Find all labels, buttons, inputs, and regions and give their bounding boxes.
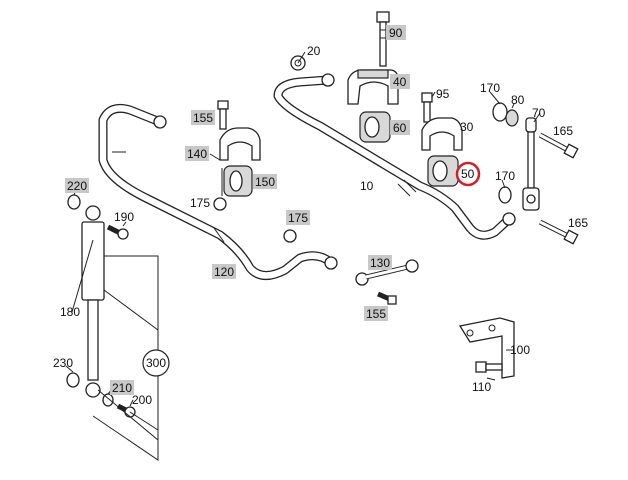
callout-120[interactable]: 120 <box>214 265 234 279</box>
callout-90[interactable]: 90 <box>389 26 403 40</box>
bolt-110[interactable] <box>475 361 503 373</box>
bolt-155-link[interactable] <box>377 291 397 305</box>
callout-210[interactable]: 210 <box>112 381 132 395</box>
bracket-30[interactable] <box>421 117 463 151</box>
callout-170-bottom[interactable]: 170 <box>495 169 515 183</box>
front-stabilizer-bar[interactable] <box>273 73 516 240</box>
bolt-90[interactable] <box>376 11 390 67</box>
callout-70[interactable]: 70 <box>532 106 546 120</box>
nut-175-rear[interactable] <box>213 197 227 211</box>
callout-190[interactable]: 190 <box>114 210 134 224</box>
callout-140[interactable]: 140 <box>187 147 207 161</box>
washer-220[interactable] <box>67 194 81 210</box>
callout-labels: 90 20 40 95 170 80 70 155 60 30 165 140 … <box>53 25 588 407</box>
callout-165-bottom[interactable]: 165 <box>568 216 588 230</box>
bolt-95[interactable] <box>421 92 433 123</box>
callout-175-left[interactable]: 175 <box>190 196 210 210</box>
callout-175-mid[interactable]: 175 <box>288 211 308 225</box>
callout-40[interactable]: 40 <box>393 75 407 89</box>
clamp-140[interactable] <box>219 127 261 161</box>
bolt-190[interactable] <box>106 224 129 240</box>
nut-175-mid[interactable] <box>283 229 297 243</box>
callout-220[interactable]: 220 <box>67 179 87 193</box>
washer-170-bottom[interactable] <box>498 186 512 204</box>
callout-165-top[interactable]: 165 <box>553 124 573 138</box>
rear-stabilizer-bar[interactable] <box>98 103 338 280</box>
bushing-50[interactable] <box>427 155 459 187</box>
callout-60[interactable]: 60 <box>393 121 407 135</box>
callout-155-bottom[interactable]: 155 <box>366 307 386 321</box>
callout-230[interactable]: 230 <box>53 356 73 370</box>
washer-230[interactable] <box>66 372 80 388</box>
link-130[interactable] <box>355 259 419 286</box>
bolt-165-top[interactable] <box>538 132 579 159</box>
callout-180[interactable]: 180 <box>60 305 80 319</box>
callout-100[interactable]: 100 <box>510 343 530 357</box>
callout-110[interactable]: 110 <box>472 380 491 394</box>
bolt-155-rear[interactable] <box>217 100 229 130</box>
bushing-150[interactable] <box>223 165 253 197</box>
callout-95[interactable]: 95 <box>436 87 450 101</box>
callout-200[interactable]: 200 <box>132 393 152 407</box>
callout-10[interactable]: 10 <box>360 179 374 193</box>
bracket-100[interactable] <box>458 317 515 379</box>
callout-50[interactable]: 50 <box>461 167 475 181</box>
link-70[interactable] <box>522 117 540 211</box>
callout-155-top[interactable]: 155 <box>193 111 213 125</box>
callout-30[interactable]: 30 <box>460 120 474 134</box>
callout-170-top[interactable]: 170 <box>480 81 500 95</box>
bushing-60[interactable] <box>359 111 391 143</box>
bolt-165-bottom[interactable] <box>538 219 579 245</box>
callout-130[interactable]: 130 <box>370 256 390 270</box>
callout-20[interactable]: 20 <box>307 44 321 58</box>
shock-absorber-180[interactable] <box>81 205 105 398</box>
callout-80[interactable]: 80 <box>511 93 525 107</box>
callout-150[interactable]: 150 <box>255 175 275 189</box>
callout-300[interactable]: 300 <box>146 356 166 370</box>
bolt-200[interactable] <box>116 403 136 418</box>
washer-170-top[interactable] <box>492 102 508 122</box>
bushing-80[interactable] <box>505 109 519 127</box>
